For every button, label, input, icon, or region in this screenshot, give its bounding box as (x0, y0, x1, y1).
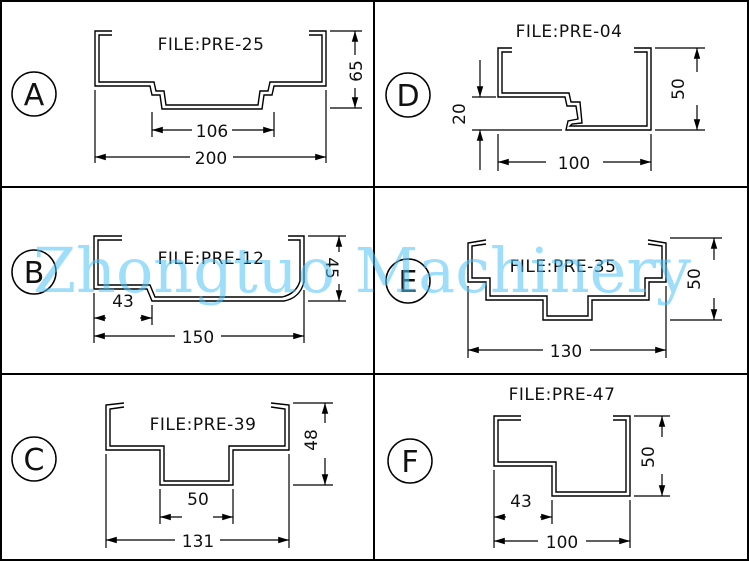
dim-label-100-f: 100 (546, 533, 578, 553)
dim-label-43: 43 (112, 292, 134, 312)
dim-label-50-e: 50 (685, 268, 705, 290)
profile-outline-d (497, 47, 652, 131)
dim-label-50: 50 (669, 78, 689, 100)
panel-letter-f: F (401, 445, 418, 480)
watermark-text: Zhongtuo Machinery (33, 234, 691, 307)
dim-label-43-f: 43 (510, 492, 532, 512)
letter-badge-c: C (11, 436, 57, 482)
panel-letter-b: B (24, 256, 45, 291)
dim-label-131: 131 (182, 532, 214, 552)
file-label-pre-12: FILE:PRE-12 (158, 249, 265, 269)
panel-e: E FILE:PRE-35 130 50 (385, 237, 722, 362)
profile-outline-f (493, 415, 631, 497)
dim-label-20: 20 (450, 103, 470, 125)
dim-label-50-f: 50 (639, 446, 659, 468)
profile-outline-a (94, 30, 327, 110)
file-label-pre-04: FILE:PRE-04 (516, 22, 623, 42)
dimension-lines-d (472, 47, 705, 171)
file-label-pre-25: FILE:PRE-25 (158, 35, 265, 55)
dimension-lines-f (493, 415, 670, 548)
dim-label-50-c: 50 (187, 490, 209, 510)
dimension-lines-a (94, 30, 362, 163)
dim-label-48: 48 (302, 429, 322, 451)
file-label-pre-35: FILE:PRE-35 (510, 257, 617, 277)
panel-b: B FILE:PRE-12 43 150 45 (11, 235, 346, 348)
letter-badge-f: F (387, 438, 433, 484)
dim-label-45: 45 (321, 257, 341, 279)
panel-d: D FILE:PRE-04 100 50 20 (385, 22, 705, 174)
dim-label-100: 100 (558, 154, 590, 174)
panel-c: C FILE:PRE-39 50 131 48 (11, 402, 333, 552)
dimension-lines-e (467, 237, 722, 358)
file-label-pre-47: FILE:PRE-47 (509, 385, 616, 405)
panel-letter-c: C (24, 443, 45, 478)
letter-badge-d: D (385, 72, 431, 118)
letter-badge-e: E (385, 258, 431, 304)
dimension-lines-b (93, 235, 346, 343)
letter-badge-b: B (11, 249, 57, 295)
panel-f: F FILE:PRE-47 43 100 50 (387, 385, 670, 553)
dim-label-106: 106 (196, 122, 228, 142)
profile-outline-e (467, 239, 667, 321)
profile-outline-b (93, 235, 305, 302)
panel-letter-a: A (24, 78, 45, 113)
panel-letter-d: D (396, 79, 419, 114)
dim-label-65: 65 (347, 60, 367, 82)
profile-outline-c (105, 402, 290, 486)
panel-letter-e: E (399, 265, 418, 300)
letter-badge-a: A (11, 71, 57, 117)
dim-label-150: 150 (182, 328, 214, 348)
dim-label-200: 200 (195, 149, 227, 169)
panel-a: A FILE:PRE-25 106 200 65 (11, 30, 367, 169)
file-label-pre-39: FILE:PRE-39 (150, 415, 257, 435)
dim-label-130: 130 (550, 342, 582, 362)
dimension-lines-c (105, 402, 333, 548)
